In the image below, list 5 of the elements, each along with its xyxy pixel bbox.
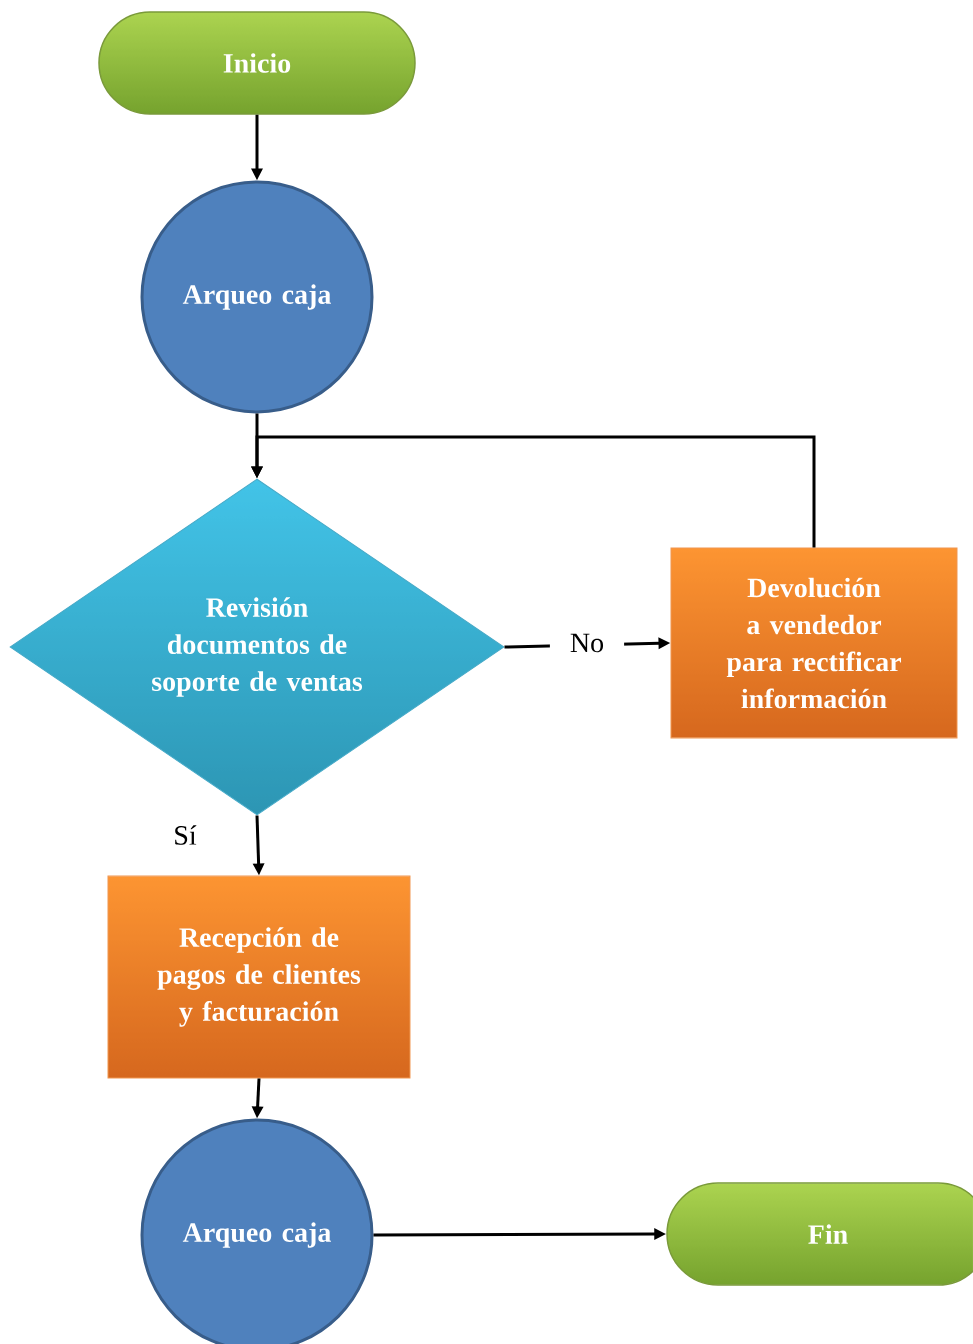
process-box: Recepción de pagos de clientes y facturación (107, 875, 411, 1079)
edge-label: Sí (175, 825, 197, 845)
process-box: Devolución a vendedor para rectificar información (670, 547, 958, 739)
edge-label: No (549, 630, 625, 656)
arrow (251, 435, 816, 548)
